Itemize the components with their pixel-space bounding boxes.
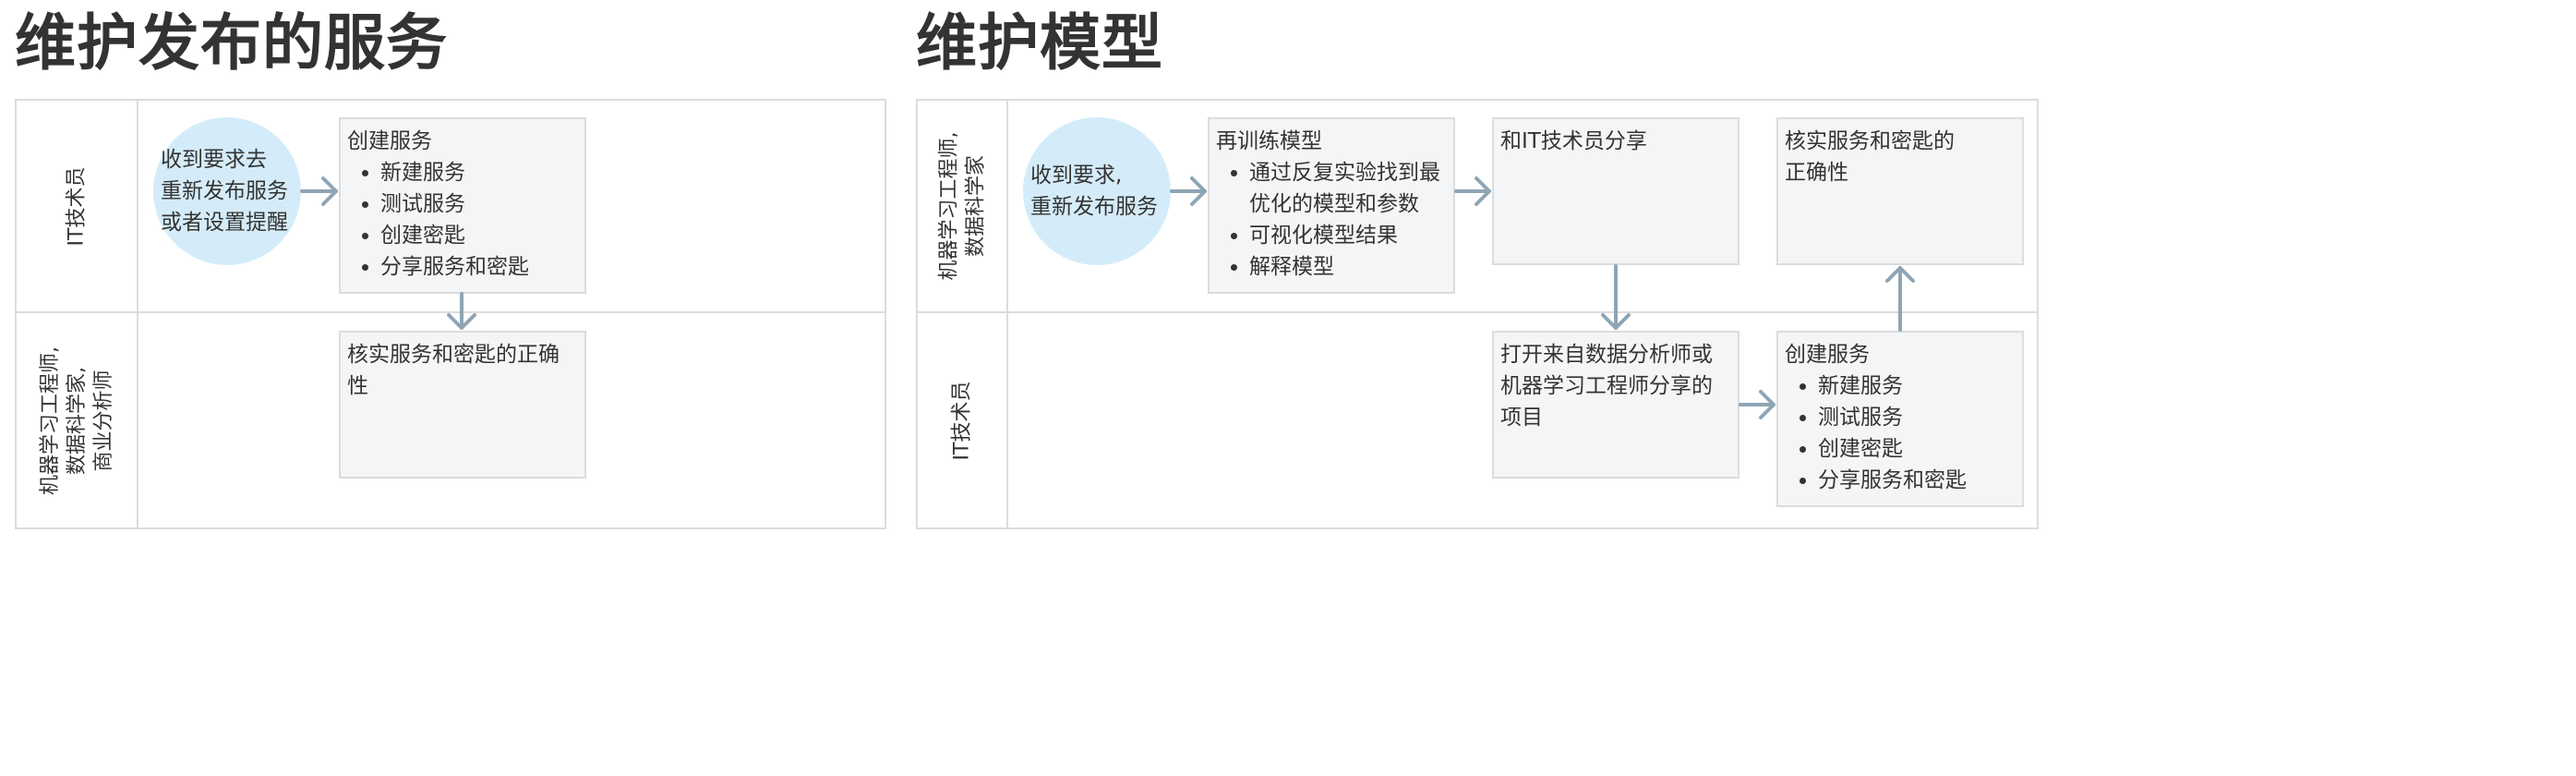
left-start-event[interactable]: 收到要求去 重新发布服务 或者设置提醒: [153, 117, 301, 265]
left-diagram-title: 维护发布的服务: [15, 7, 448, 79]
list-item: 创建密匙: [1818, 433, 2015, 465]
list-item: 解释模型: [1249, 251, 1446, 283]
right-create-service-heading: 创建服务: [1785, 343, 1870, 367]
arrow-right-create-to-verify: [1885, 266, 1915, 332]
right-share-text: 和IT技术员分享: [1500, 129, 1647, 153]
left-create-service-heading: 创建服务: [347, 129, 432, 153]
list-item: 分享服务和密匙: [380, 251, 577, 283]
right-verify-box[interactable]: 核实服务和密匙的 正确性: [1776, 117, 2024, 265]
arrow-right-retrain-to-share: [1454, 176, 1491, 206]
right-create-service-box[interactable]: 创建服务 新建服务 测试服务 创建密匙 分享服务和密匙: [1776, 331, 2024, 507]
arrow-right-share-to-open: [1601, 264, 1631, 330]
right-lane-divider: [1006, 99, 1008, 529]
right-start-event[interactable]: 收到要求, 重新发布服务: [1023, 117, 1171, 265]
list-item: 新建服务: [380, 157, 577, 188]
left-row-divider: [15, 311, 886, 313]
right-share-box[interactable]: 和IT技术员分享: [1492, 117, 1739, 265]
right-open-project-box[interactable]: 打开来自数据分析师或 机器学习工程师分享的 项目: [1492, 331, 1739, 479]
list-item: 可视化模型结果: [1249, 220, 1446, 251]
arrow-left-start-to-create: [300, 176, 338, 206]
right-start-event-text: 收到要求, 重新发布服务: [1030, 164, 1158, 219]
right-retrain-heading: 再训练模型: [1216, 129, 1322, 153]
arrow-left-create-to-verify: [447, 292, 476, 330]
list-item: 创建密匙: [380, 220, 577, 251]
right-retrain-box[interactable]: 再训练模型 通过反复实验找到最优化的模型和参数 可视化模型结果 解释模型: [1208, 117, 1455, 294]
left-verify-box[interactable]: 核实服务和密匙的正确性: [339, 331, 586, 479]
left-lane-divider: [137, 99, 138, 529]
arrow-right-open-to-create: [1739, 390, 1776, 419]
list-item: 通过反复实验找到最优化的模型和参数: [1249, 157, 1446, 220]
list-item: 新建服务: [1818, 370, 2015, 402]
left-create-service-box[interactable]: 创建服务 新建服务 测试服务 创建密匙 分享服务和密匙: [339, 117, 586, 294]
right-diagram-title: 维护模型: [916, 7, 1163, 79]
list-item: 测试服务: [1818, 402, 2015, 433]
list-item: 测试服务: [380, 188, 577, 220]
list-item: 分享服务和密匙: [1818, 465, 2015, 496]
right-row-divider: [916, 311, 2039, 313]
left-start-event-text: 收到要求去 重新发布服务 或者设置提醒: [161, 148, 288, 235]
arrow-right-start-to-retrain: [1170, 176, 1207, 206]
left-verify-text: 核实服务和密匙的正确性: [347, 343, 560, 398]
right-verify-text: 核实服务和密匙的 正确性: [1785, 129, 1955, 185]
right-open-project-text: 打开来自数据分析师或 机器学习工程师分享的 项目: [1500, 343, 1713, 430]
